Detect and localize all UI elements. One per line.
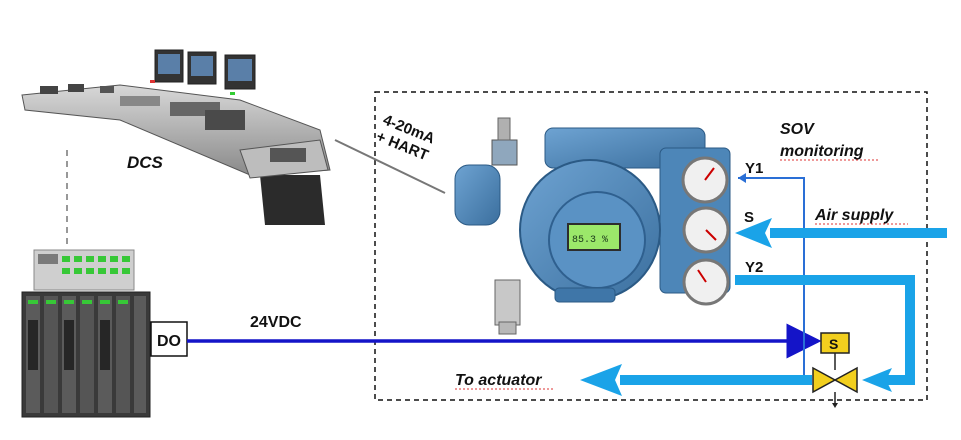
dcs-console — [21, 49, 331, 225]
dcs-label: DCS — [127, 153, 164, 172]
positioner-display: 85.3 % — [572, 235, 608, 246]
y1-monitoring-line — [738, 177, 805, 378]
port-s-label: S — [744, 209, 754, 226]
gauge-y1 — [681, 156, 729, 204]
do-label: DO — [157, 333, 181, 350]
port-y1-label: Y1 — [745, 160, 763, 177]
port-y2-label: Y2 — [745, 259, 763, 276]
field-boundary — [374, 91, 928, 401]
air-supply-arrowhead — [735, 218, 772, 248]
gauge-supply — [682, 206, 730, 254]
voltage-label: 24VDC — [250, 314, 302, 331]
sov-label-line2: monitoring — [780, 143, 864, 160]
actuator-arrowhead — [580, 364, 622, 396]
to-actuator-label: To actuator — [455, 372, 542, 389]
io-rack — [21, 249, 151, 418]
hart-signal-line — [334, 139, 446, 194]
solenoid-valve — [812, 332, 858, 408]
sov-label-line1: SOV — [780, 121, 815, 138]
do-output-box — [150, 321, 188, 357]
gauge-y2 — [682, 258, 730, 306]
air-supply-label: Air supply — [814, 207, 894, 224]
y2-air-line — [735, 275, 915, 385]
solenoid-label: S — [829, 336, 838, 352]
